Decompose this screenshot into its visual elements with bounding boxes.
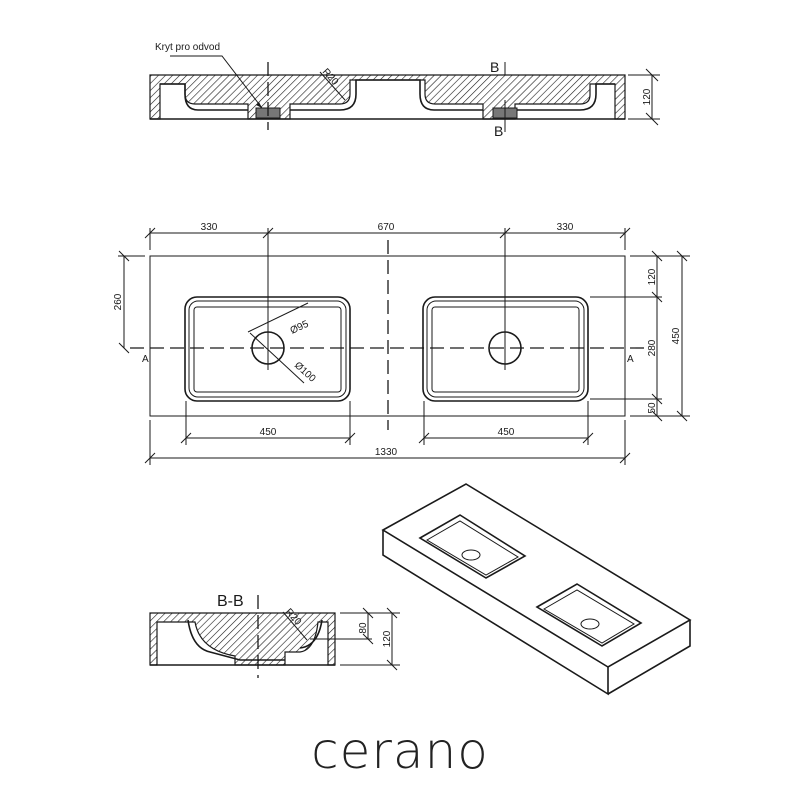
height-dim: 120 <box>642 88 653 105</box>
dim-top-left: 330 <box>201 222 218 233</box>
axis-mark-a-right: A <box>627 354 634 365</box>
total-width: 1330 <box>375 447 398 458</box>
basin-width-right: 450 <box>498 427 515 438</box>
dim-top-middle: 670 <box>378 222 395 233</box>
dim-left: 260 <box>113 293 124 310</box>
drain-diameter-100: Ø100 <box>292 360 318 385</box>
axis-mark-a-left: A <box>142 354 149 365</box>
drain-cover-callout: Kryt pro odvod <box>155 42 220 53</box>
section-mark-b-bottom: B <box>494 123 503 139</box>
plan-view: Ø95 Ø100 A A 330 670 330 260 120 280 50 … <box>113 222 690 465</box>
top-section-view: Kryt pro odvod R20 B B 120 <box>149 42 660 139</box>
bb-inner-height: 80 <box>358 622 369 634</box>
dim-top-right: 330 <box>557 222 574 233</box>
bb-height: 120 <box>382 630 393 647</box>
dim-depth: 450 <box>671 327 682 344</box>
section-bb-title: B-B <box>217 593 244 610</box>
drain-diameter-95: Ø95 <box>289 319 311 337</box>
section-mark-b-top: B <box>490 59 499 75</box>
basin-width-left: 450 <box>260 427 277 438</box>
dim-right-bottom: 50 <box>647 402 658 414</box>
dim-right-middle: 280 <box>647 339 658 356</box>
isometric-view <box>381 483 692 696</box>
dim-right-top: 120 <box>647 268 658 285</box>
section-bb-view: B-B R20 80 120 <box>149 593 400 678</box>
brand-logo: cerano <box>311 722 489 780</box>
